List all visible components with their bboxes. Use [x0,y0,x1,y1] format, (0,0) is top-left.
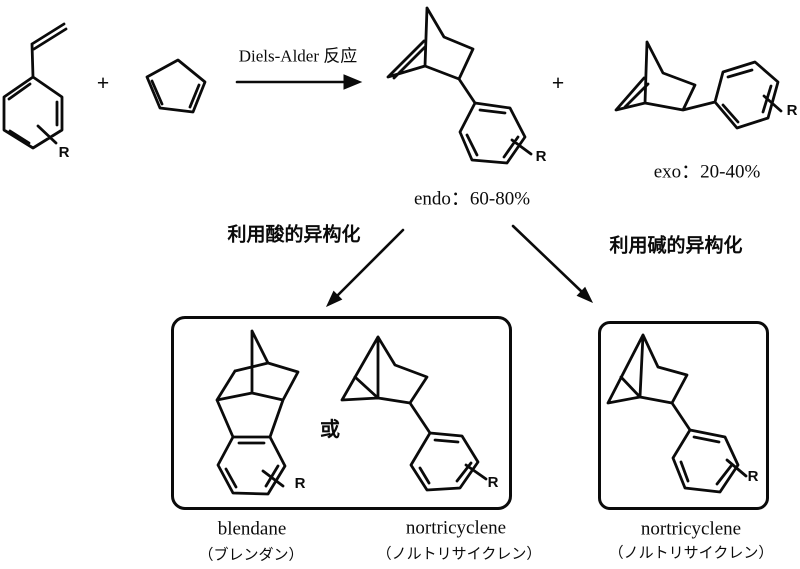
exo-ratio-label: exo：20-40% [653,161,761,183]
acid-products-box [171,316,512,510]
nortricyclene-right-name-label: nortricyclene [640,518,742,540]
plus-sign-reactants: + [96,70,110,95]
styrene-r-label: R [59,144,70,161]
base-isomerization-label: 利用碱的异构化 [609,235,743,257]
acid-isomerization-arrow-icon [325,228,405,308]
nortricyclene-left-name-label: nortricyclene [405,517,507,539]
styrene-structure-icon: R [2,22,70,161]
endo-ratio-label: endo：60-80% [413,188,531,210]
nortricyclene-left-kana-label: （ノルトリサイクレン） [376,546,542,563]
or-label: 或 [320,419,340,441]
acid-isomerization-label: 利用酸的异构化 [227,224,361,246]
cyclopentadiene-structure-icon [145,58,207,114]
blendane-name-label: blendane [217,518,287,540]
blendane-structure-icon: R [215,329,306,496]
base-isomerization-arrow-icon [511,224,594,304]
blendane-kana-label: （ブレンダン） [198,547,304,564]
nortricyclene-right-r-label: R [748,468,759,485]
nortricyclene-left-r-label: R [488,474,499,491]
reaction-arrow-icon [235,74,363,90]
base-product-box [598,321,769,510]
endo-adduct-structure-icon: R [386,6,547,165]
exo-r-label: R [787,102,798,119]
nortricyclene-left-structure-icon: R [340,335,499,492]
diels-alder-arrow-label: Diels-Alder 反应 [238,46,358,66]
nortricyclene-right-kana-label: （ノルトリサイクレン） [608,545,774,562]
nortricyclene-right-structure-icon: R [606,333,759,494]
blendane-r-label: R [295,475,306,492]
exo-adduct-structure-icon: R [614,40,798,130]
plus-sign-products: + [551,70,565,95]
endo-r-label: R [536,148,547,165]
